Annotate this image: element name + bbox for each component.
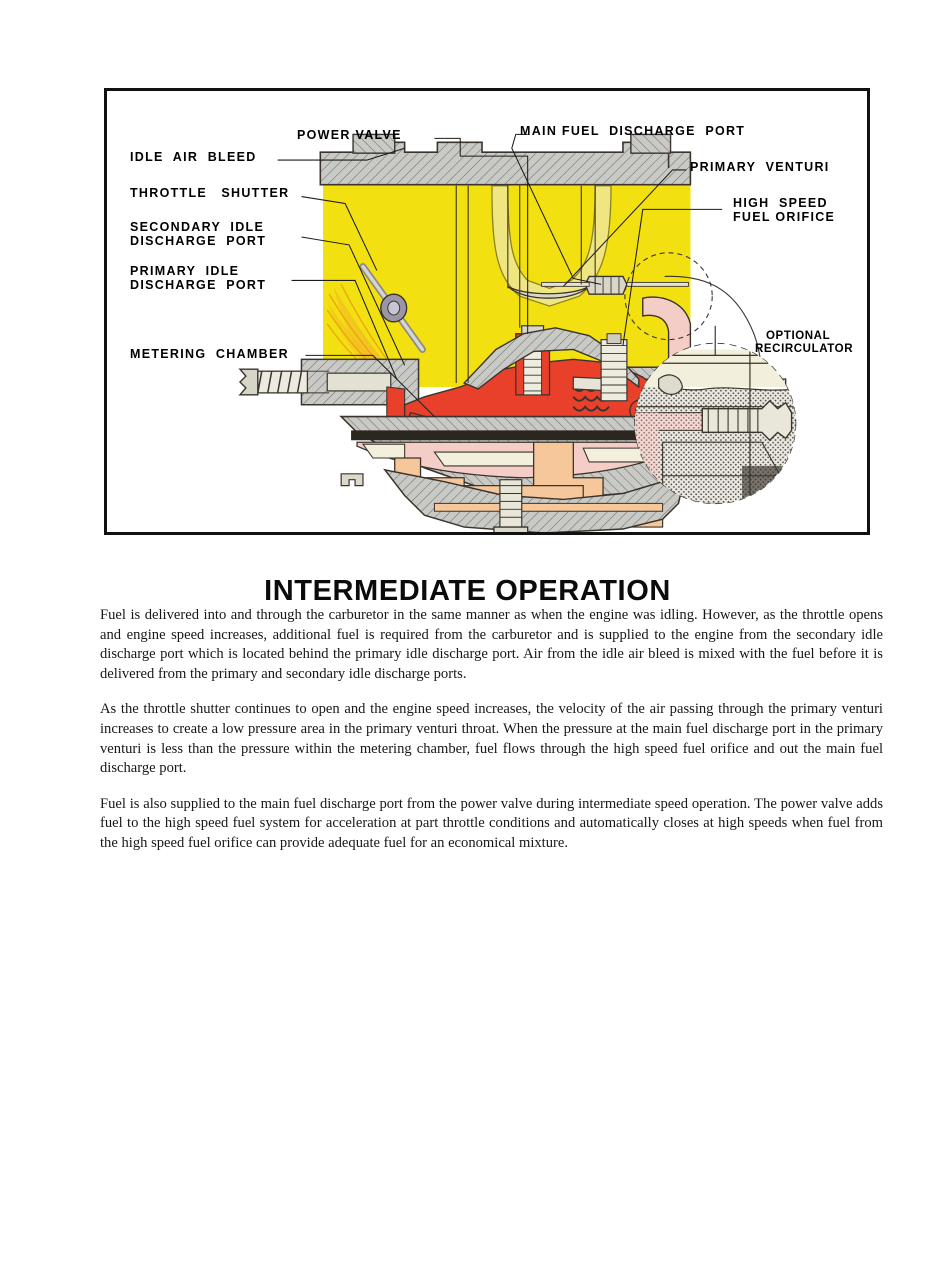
page-title: INTERMEDIATE OPERATION xyxy=(264,575,671,608)
callout-primary-idle-discharge-port-line1: PRIMARY IDLE xyxy=(130,264,240,278)
body-copy: Fuel is delivered into and through the c… xyxy=(100,606,883,854)
callout-power-valve: POWER VALVE xyxy=(297,128,402,142)
bowl-drain-screw xyxy=(493,479,529,532)
callout-throttle-shutter: THROTTLE SHUTTER xyxy=(130,186,290,200)
callout-main-fuel-discharge-port: MAIN FUEL DISCHARGE PORT xyxy=(520,124,746,138)
callout-idle-air-bleed: IDLE AIR BLEED xyxy=(130,150,257,164)
paragraph-1: Fuel is delivered into and through the c… xyxy=(100,607,883,682)
callout-optional-recirculator-line1: OPTIONAL xyxy=(766,330,831,342)
callout-high-speed-fuel-orifice-line2: FUEL ORIFICE xyxy=(733,210,836,224)
callout-primary-venturi: PRIMARY VENTURI xyxy=(690,160,830,174)
carburetor-cutaway-illustration xyxy=(238,133,797,532)
callout-metering-chamber: METERING CHAMBER xyxy=(130,347,289,361)
paragraph-3: Fuel is also supplied to the main fuel d… xyxy=(100,795,883,851)
paragraph-2: As the throttle shutter continues to ope… xyxy=(100,701,883,777)
callout-leader-lines xyxy=(277,133,723,417)
callout-optional-recirculator-line2: RECIRCULATOR xyxy=(755,343,854,355)
callout-secondary-idle-discharge-port-line2: DISCHARGE PORT xyxy=(130,234,267,248)
throttle-shutter-part xyxy=(359,263,426,353)
callout-primary-idle-discharge-port-line2: DISCHARGE PORT xyxy=(130,278,267,292)
callout-high-speed-fuel-orifice-line1: HIGH SPEED xyxy=(733,196,828,210)
callout-secondary-idle-discharge-port-line1: SECONDARY IDLE xyxy=(130,220,265,234)
carburetor-figure-frame: IDLE AIR BLEED THROTTLE SHUTTER SECONDAR… xyxy=(104,88,870,535)
